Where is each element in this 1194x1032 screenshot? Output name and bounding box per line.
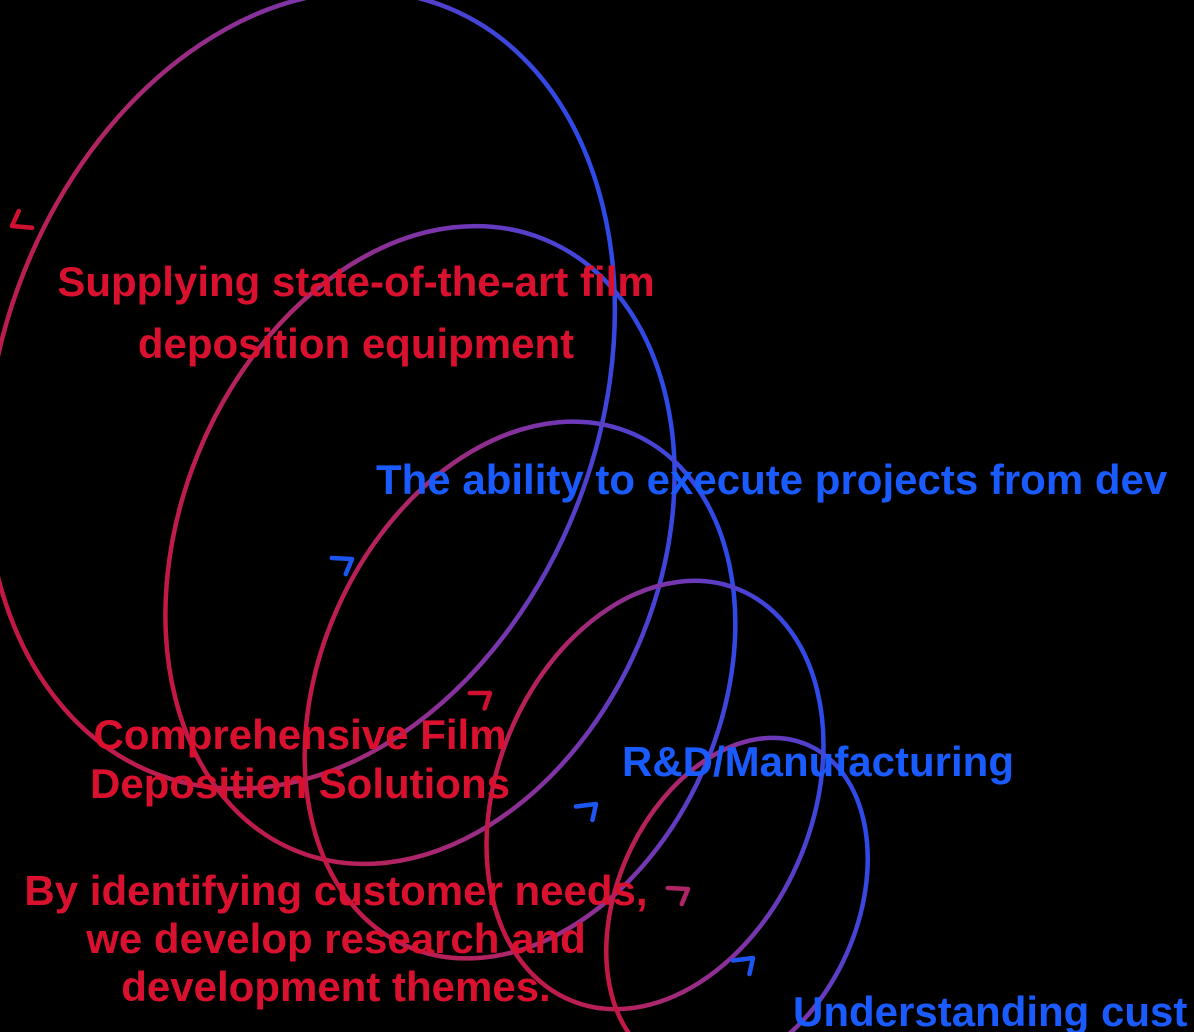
label-line: Deposition Solutions bbox=[90, 760, 510, 807]
label-line: By identifying customer needs, bbox=[24, 867, 648, 914]
arrow-up-right-icon bbox=[665, 885, 691, 907]
label-line: Understanding cust bbox=[793, 988, 1188, 1032]
arrow-up-right-icon bbox=[467, 690, 493, 711]
label-line: Comprehensive Film bbox=[93, 711, 507, 758]
label-rnd-manufacturing: R&D/Manufacturing bbox=[622, 735, 1014, 788]
label-comprehensive-solutions: Comprehensive Film Deposition Solutions bbox=[60, 710, 540, 808]
label-identify-needs: By identifying customer needs, we develo… bbox=[6, 867, 666, 1011]
arrow-down-left-icon bbox=[9, 208, 35, 230]
label-understanding-customers: Understanding cust bbox=[793, 985, 1187, 1032]
label-execute-projects: The ability to execute projects from dev bbox=[376, 453, 1167, 506]
label-line: The ability to execute projects from dev bbox=[376, 456, 1168, 503]
label-line: deposition equipment bbox=[137, 320, 575, 367]
flow-loop-3 bbox=[302, 419, 738, 961]
flow-loop-5 bbox=[604, 735, 870, 1032]
arrow-up-right-icon bbox=[573, 801, 599, 823]
flow-loop-4 bbox=[484, 578, 826, 1012]
label-supplying-equipment: Supplying state-of-the-art film depositi… bbox=[31, 251, 681, 375]
label-line: Supplying state-of-the-art film bbox=[57, 258, 655, 305]
label-line: we develop research and bbox=[86, 915, 586, 962]
arrow-up-right-icon bbox=[329, 555, 355, 577]
flow-loop-2 bbox=[163, 223, 677, 867]
label-line: R&D/Manufacturing bbox=[622, 738, 1014, 785]
label-line: development themes. bbox=[121, 963, 551, 1010]
arrow-up-right-icon bbox=[730, 955, 756, 977]
flow-loop-1 bbox=[0, 0, 618, 791]
